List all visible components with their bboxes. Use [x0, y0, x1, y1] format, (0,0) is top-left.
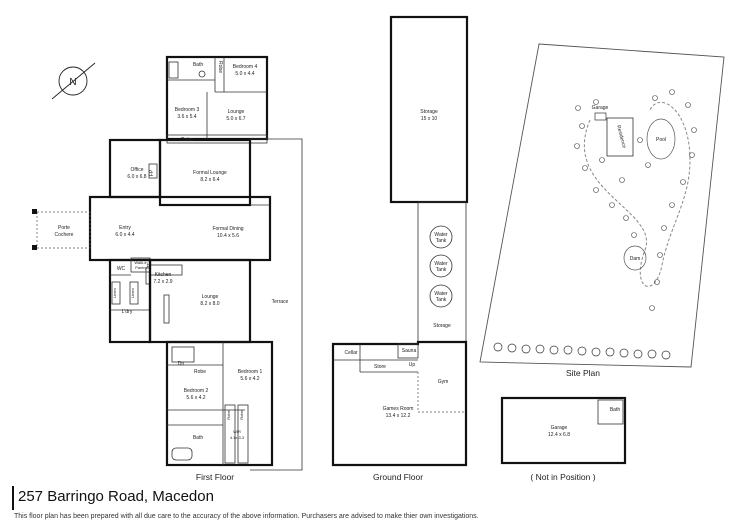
room-water-tank-3b: Tank: [436, 297, 447, 303]
room-bedroom2-dims: 5.6 x 4.2: [186, 395, 205, 401]
room-lounge-top-name: Lounge: [228, 109, 245, 115]
site-plan-label: Site Plan: [566, 368, 600, 378]
room-formal-dining-name: Formal Dining: [212, 226, 243, 232]
room-walkin-2: Pantry: [135, 265, 147, 270]
room-linen-2: Linen: [130, 288, 135, 298]
room-office-dims: 6.0 x 6.8: [127, 174, 146, 180]
garage-name: Garage: [551, 425, 568, 431]
room-fp: FP: [149, 169, 155, 176]
property-address: 257 Barringo Road, Macedon: [18, 488, 214, 505]
site-label-residence: Residence: [615, 125, 627, 150]
site-label-garage: Garage: [592, 105, 609, 111]
room-bath-bottom: Bath: [193, 435, 204, 441]
room-entry-dims: 6.0 x 4.4: [115, 232, 134, 238]
room-gym: Gym: [438, 379, 449, 385]
room-lounge-name: Lounge: [202, 294, 219, 300]
room-robe-top: Robe: [217, 61, 223, 73]
room-water-tank-1a: Water: [434, 232, 447, 238]
site-label-pool: Pool: [656, 137, 666, 143]
room-bedroom2-name: Bedroom 2: [184, 388, 209, 394]
north-compass: N: [51, 62, 96, 100]
room-robe-v1: Robe: [226, 409, 231, 419]
room-formal-lounge-name: Formal Lounge: [193, 170, 227, 176]
address-divider: [12, 486, 14, 510]
room-dn: Dn: [178, 361, 185, 367]
room-wc: WC: [117, 266, 126, 272]
garage-plan: Garage 12.4 x 6.8 Bath ( Not in Position…: [500, 396, 627, 482]
room-bedroom4-name: Bedroom 4: [233, 64, 258, 70]
room-storage-mid: Storage: [433, 323, 451, 329]
room-water-tank-2b: Tank: [436, 267, 447, 273]
garage-position-note: ( Not in Position ): [530, 472, 595, 482]
room-terrace: Terrace: [272, 299, 289, 305]
room-bedroom3-dims: 3.6 x 5.4: [177, 114, 196, 120]
room-office-name: Office: [131, 167, 144, 173]
site-label-dam: Dam: [630, 256, 641, 262]
room-sauna: Sauna: [402, 348, 417, 354]
room-lounge-dims: 8.2 x 8.0: [200, 301, 219, 307]
room-wir-1: WIR: [233, 429, 241, 434]
room-water-tank-3a: Water: [434, 291, 447, 297]
room-cellar: Cellar: [344, 350, 357, 356]
room-storage-top-dims: 15 x 10: [421, 116, 438, 122]
room-linen-1: Linen: [112, 288, 117, 298]
room-bath-top: Bath: [193, 62, 204, 68]
garage-dims: 12.4 x 6.8: [548, 432, 570, 438]
room-bedroom3-name: Bedroom 3: [175, 107, 200, 113]
room-entry-name: Entry: [119, 225, 131, 231]
room-formal-lounge-dims: 8.2 x 6.4: [200, 177, 219, 183]
room-up: Up: [409, 362, 416, 368]
room-porte-cochere-1: Porte: [58, 225, 70, 231]
first-floor-plan: Bath Robe Bedroom 4 5.0 x 4.4 Bedroom 3 …: [32, 55, 303, 482]
first-floor-label: First Floor: [196, 472, 234, 482]
room-robe-bed1: Robe: [194, 369, 206, 375]
room-kitchen-name: Kitchen: [155, 272, 172, 278]
room-walkin-1: Walk-in: [134, 260, 147, 265]
room-water-tank-1b: Tank: [436, 238, 447, 244]
room-kitchen-f: F: [146, 264, 149, 270]
room-bedroom4-dims: 5.0 x 4.4: [235, 71, 254, 77]
room-water-tank-2a: Water: [434, 261, 447, 267]
room-robe-mid: Robe: [181, 137, 193, 143]
compass-letter: N: [69, 77, 76, 88]
site-plan: Garage Residence Pool Dam Site Plan: [479, 43, 725, 378]
room-ldry: L'dry: [122, 309, 133, 315]
ground-floor-label: Ground Floor: [373, 472, 423, 482]
room-formal-dining-dims: 10.4 x 5.6: [217, 233, 239, 239]
room-games-room-dims: 13.4 x 12.2: [386, 413, 411, 419]
room-lounge-top-dims: 5.0 x 6.7: [226, 116, 245, 122]
room-robe-v2: Robe: [239, 409, 244, 419]
room-porte-cochere-2: Cochere: [55, 232, 74, 238]
room-storage-top-name: Storage: [420, 109, 438, 115]
room-bedroom1-name: Bedroom 1: [238, 369, 263, 375]
garage-bath: Bath: [610, 407, 621, 413]
disclaimer-text: This floor plan has been prepared with a…: [14, 513, 479, 520]
room-kitchen-dims: 7.2 x 2.9: [153, 279, 172, 285]
room-wir-2: 4.1x 3.3: [230, 435, 245, 440]
room-bedroom1-dims: 5.6 x 4.2: [240, 376, 259, 382]
ground-floor-plan: Storage 15 x 10 Water Tank Water Tank Wa…: [331, 15, 469, 482]
room-store: Store: [374, 364, 386, 370]
room-games-room-name: Games Room: [383, 406, 414, 412]
